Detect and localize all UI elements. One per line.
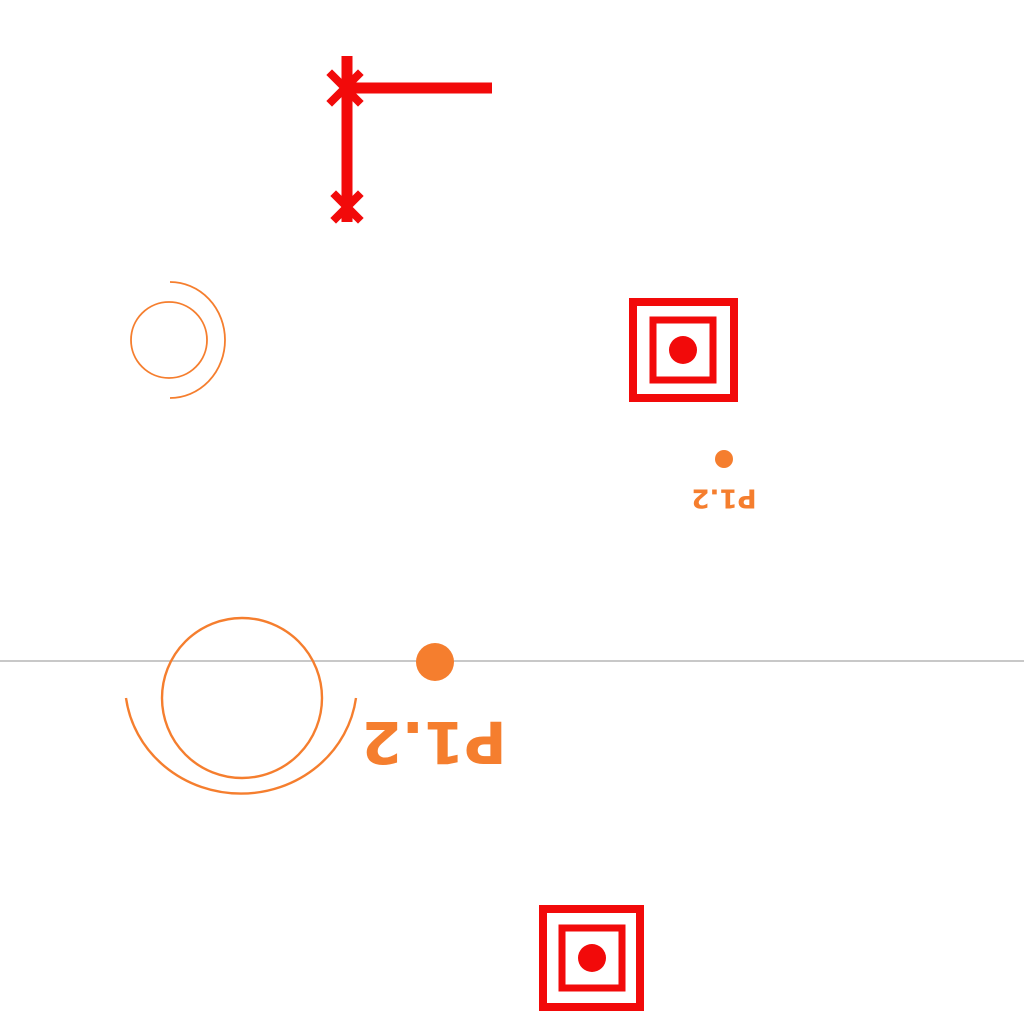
x-cross-icon bbox=[330, 190, 364, 224]
circle-with-arc-icon bbox=[124, 616, 358, 795]
large-point-group: P1.2 bbox=[361, 643, 507, 776]
filled-circle-dot-icon bbox=[715, 450, 733, 468]
concentric-square-target-icon bbox=[629, 298, 738, 402]
red-bracket bbox=[326, 56, 492, 224]
circle-with-arc-icon bbox=[130, 281, 226, 399]
x-cross-icon bbox=[326, 69, 364, 107]
filled-circle-dot-icon bbox=[416, 643, 454, 681]
large-point-label: P1.2 bbox=[361, 708, 506, 776]
small-point-group: P1.2 bbox=[691, 450, 757, 513]
small-point-label: P1.2 bbox=[691, 483, 756, 513]
concentric-square-target-icon bbox=[539, 905, 644, 1011]
